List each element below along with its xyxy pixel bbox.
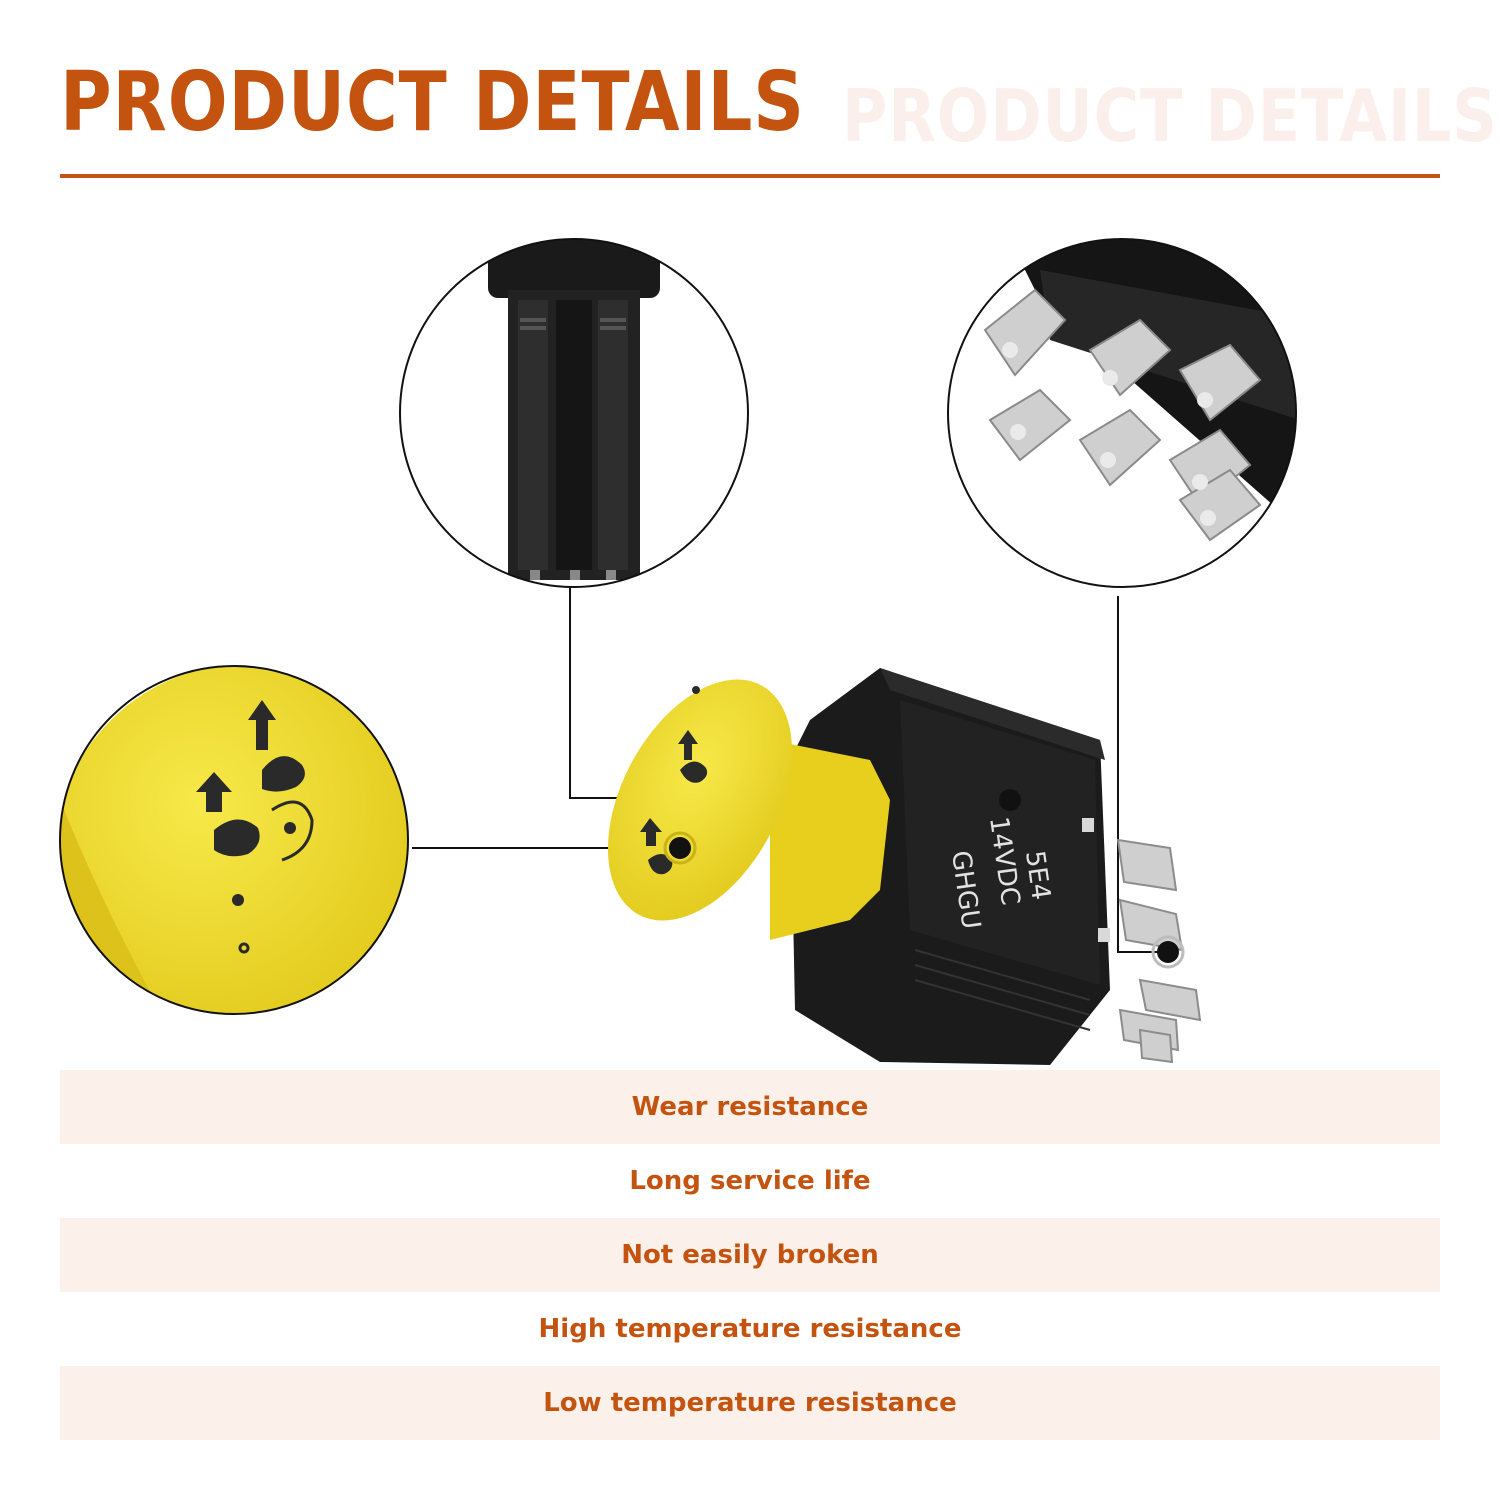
product-illustration: GHGU 14VDC 5E4	[59, 238, 1297, 1065]
page-title: PRODUCT DETAILS	[60, 55, 805, 150]
feature-list: Wear resistance Long service life Not ea…	[60, 1070, 1440, 1440]
feature-label: Wear resistance	[631, 1092, 869, 1122]
feature-row-long-service-life: Long service life	[60, 1144, 1440, 1218]
feature-label: Long service life	[629, 1166, 871, 1196]
ghost-title: PRODUCT DETAILS	[842, 74, 1498, 158]
pto-switch: GHGU 14VDC 5E4	[607, 668, 1202, 1065]
feature-row-wear-resistance: Wear resistance	[60, 1070, 1440, 1144]
feature-row-low-temperature: Low temperature resistance	[60, 1366, 1440, 1440]
rating-label: 5E4	[1019, 849, 1056, 902]
feature-label: Not easily broken	[621, 1240, 879, 1270]
title-underline	[60, 174, 1440, 178]
feature-label: Low temperature resistance	[543, 1388, 957, 1418]
terminal-detail-circle	[947, 238, 1297, 588]
feature-label: High temperature resistance	[538, 1314, 962, 1344]
shaft-detail-circle	[399, 238, 749, 588]
feature-row-not-easily-broken: Not easily broken	[60, 1218, 1440, 1292]
knob-detail-circle	[59, 665, 409, 1015]
feature-row-high-temperature: High temperature resistance	[60, 1292, 1440, 1366]
